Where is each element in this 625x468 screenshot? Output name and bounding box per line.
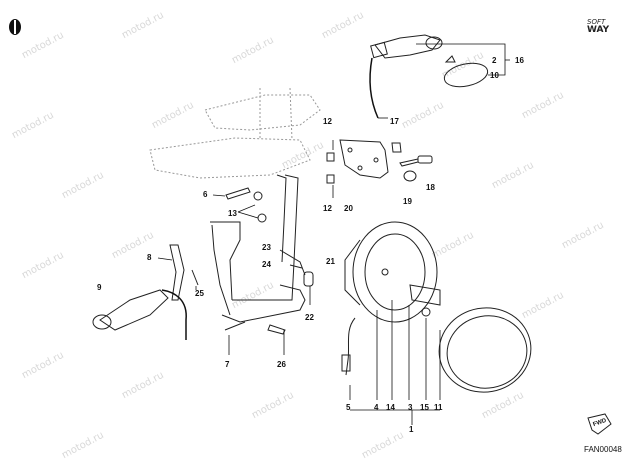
collar-13-b xyxy=(257,213,267,223)
front-right-turn-signal xyxy=(369,34,443,119)
clip-24 xyxy=(289,264,303,269)
callout-15: 15 xyxy=(420,403,429,412)
fwd-arrow-icon xyxy=(587,413,612,435)
bracket-8 xyxy=(169,244,185,301)
front-left-turn-signal xyxy=(92,289,187,340)
callout-2: 2 xyxy=(492,56,497,65)
callout-9: 9 xyxy=(97,283,102,292)
headlight-lens xyxy=(438,307,532,393)
cable-guide-23 xyxy=(279,249,306,276)
callout-12-lower: 12 xyxy=(323,204,332,213)
bolt-18 xyxy=(399,155,433,182)
callout-4: 4 xyxy=(374,403,379,412)
callout-3: 3 xyxy=(408,403,413,412)
callout-24: 24 xyxy=(262,260,271,269)
turn-signal-lens xyxy=(443,62,489,88)
callout-1: 1 xyxy=(409,425,414,434)
callout-5: 5 xyxy=(346,403,351,412)
callout-19: 19 xyxy=(403,197,412,206)
callout-22: 22 xyxy=(305,313,314,322)
ghost-fork-outline xyxy=(149,87,321,179)
brand-line-2: WAY xyxy=(587,25,610,35)
leader-lines xyxy=(157,43,510,425)
callout-10: 10 xyxy=(490,71,499,80)
corner-logo-icon xyxy=(9,19,21,35)
nut-12-lower xyxy=(326,174,335,184)
spacer-19 xyxy=(391,142,402,153)
callout-25: 25 xyxy=(195,289,204,298)
headlight-wire xyxy=(345,317,356,376)
diagram-code: FAN00048 xyxy=(584,445,622,454)
stay-bracket-7 xyxy=(210,174,306,331)
brand-logo: SOFT WAY xyxy=(587,18,610,35)
bolt-6 xyxy=(225,187,251,200)
bolt-25 xyxy=(191,269,199,286)
callout-26: 26 xyxy=(277,360,286,369)
brand-line-1: SOFT xyxy=(587,18,606,26)
callout-12-upper: 12 xyxy=(323,117,332,126)
callout-7: 7 xyxy=(225,360,230,369)
headlight-bulb-socket xyxy=(409,284,441,317)
rubber-grommet-22 xyxy=(303,271,314,287)
callout-14: 14 xyxy=(386,403,395,412)
screw-26 xyxy=(267,324,286,335)
wire-connector xyxy=(341,354,351,372)
callout-23: 23 xyxy=(262,243,271,252)
callout-8: 8 xyxy=(147,253,152,262)
callout-6: 6 xyxy=(203,190,208,199)
callout-18: 18 xyxy=(426,183,435,192)
callout-13: 13 xyxy=(228,209,237,218)
callout-11: 11 xyxy=(434,403,443,412)
collar-13-a xyxy=(253,191,263,201)
headlight-mount-bracket xyxy=(339,139,389,179)
nut-12-upper xyxy=(326,152,335,162)
callout-17: 17 xyxy=(390,117,399,126)
callout-20: 20 xyxy=(344,204,353,213)
callout-16: 16 xyxy=(515,56,524,65)
headlight-housing xyxy=(344,221,438,323)
turn-signal-bulb xyxy=(444,55,456,63)
callout-21: 21 xyxy=(326,257,335,266)
